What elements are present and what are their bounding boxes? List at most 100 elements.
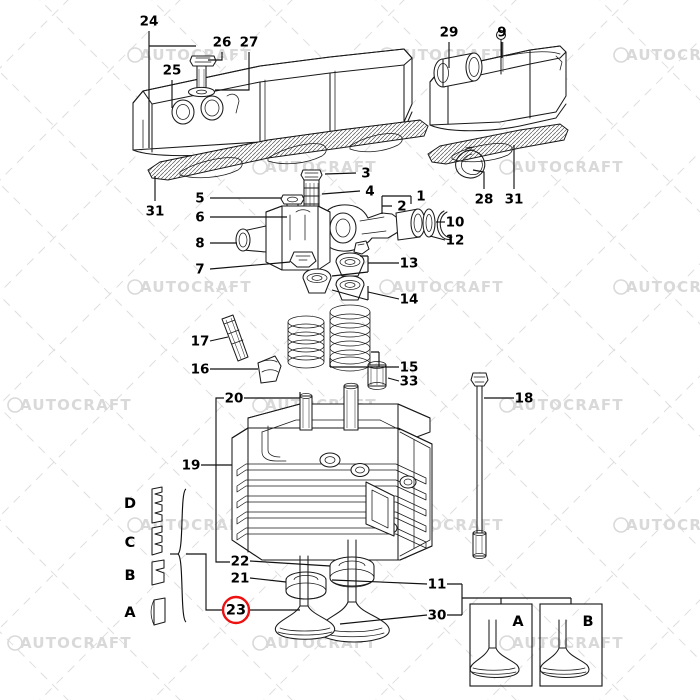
callout-9[interactable]: 9 xyxy=(497,25,506,41)
callout-13[interactable]: 13 xyxy=(400,256,419,272)
callout-19[interactable]: 19 xyxy=(182,458,201,474)
callout-label: 11 xyxy=(428,577,447,593)
adjuster-nut-3 xyxy=(300,169,323,181)
watermark-text: AUTOCRAFT xyxy=(20,634,132,652)
gasket-variants-group xyxy=(150,486,166,626)
callout-23[interactable]: 23 xyxy=(221,595,251,625)
watermark-text: AUTOCRAFT xyxy=(512,158,624,176)
callout-14[interactable]: 14 xyxy=(400,292,419,308)
callout-label: 17 xyxy=(191,334,210,350)
callout-29[interactable]: 29 xyxy=(440,25,459,41)
callout-label: 13 xyxy=(400,256,419,272)
callout-31[interactable]: 31 xyxy=(505,192,524,208)
callout-label: 29 xyxy=(440,25,459,41)
callout-label: 30 xyxy=(428,608,447,624)
valve-retainer-13a xyxy=(335,252,365,277)
valve-seal-21 xyxy=(285,571,327,600)
watermark-logo: AUTOCRAFT xyxy=(613,516,700,534)
valve-spring-inner-15 xyxy=(287,315,325,369)
callout-21[interactable]: 21 xyxy=(231,571,250,587)
watermark-text: AUTOCRAFT xyxy=(140,46,252,64)
grid-diagonal xyxy=(599,599,700,700)
gasket-letter-B: B xyxy=(124,568,135,584)
callout-17[interactable]: 17 xyxy=(191,334,210,350)
callout-2[interactable]: 2 xyxy=(397,199,406,215)
watermark-layer: AUTOCRAFT AUTOCRAFT AUTOCRAFT AUTOCRAFT AUTO… xyxy=(7,46,700,652)
gasket-variant-letters: D C B A xyxy=(124,496,136,621)
highlight-ring xyxy=(221,595,251,625)
valve-collar-33 xyxy=(367,361,387,390)
callout-7[interactable]: 7 xyxy=(195,262,204,278)
grid-diagonal xyxy=(0,519,181,700)
callout-26[interactable]: 26 xyxy=(213,35,232,51)
gasket-letter-C: C xyxy=(125,535,136,551)
callout-27[interactable]: 27 xyxy=(240,35,259,51)
detail-box-letter-A: A xyxy=(512,614,524,630)
watermark-text: AUTOCRAFT xyxy=(392,278,504,296)
callout-label: 23 xyxy=(226,603,246,619)
callout-31[interactable]: 31 xyxy=(146,204,165,220)
callout-label: 1 xyxy=(416,189,425,205)
watermark-text: AUTOCRAFT xyxy=(626,516,700,534)
watermark-text: AUTOCRAFT xyxy=(20,396,132,414)
leader-lines xyxy=(148,31,572,625)
watermark-text: AUTOCRAFT xyxy=(626,46,700,64)
gasket-letter-D: D xyxy=(124,496,136,512)
callout-label: 20 xyxy=(225,391,244,407)
callout-18[interactable]: 18 xyxy=(515,391,534,407)
detail-box-a xyxy=(469,603,533,687)
callout-16[interactable]: 16 xyxy=(191,362,210,378)
valve-spring-outer-15 xyxy=(329,304,371,372)
callout-4[interactable]: 4 xyxy=(365,184,374,200)
valve-cover-gasket-right xyxy=(427,123,569,165)
grid-diagonal xyxy=(0,0,517,517)
callout-22[interactable]: 22 xyxy=(231,554,250,570)
watermark-logo: AUTOCRAFT xyxy=(613,46,700,64)
callout-label: 28 xyxy=(475,192,494,208)
callout-label: 6 xyxy=(195,210,204,226)
callout-20[interactable]: 20 xyxy=(225,391,244,407)
callout-label: 15 xyxy=(400,360,419,376)
watermark-logo: AUTOCRAFT xyxy=(127,46,252,64)
callout-8[interactable]: 8 xyxy=(195,236,204,252)
callout-12[interactable]: 12 xyxy=(446,233,465,249)
callout-25[interactable]: 25 xyxy=(163,63,182,79)
callout-5[interactable]: 5 xyxy=(195,191,204,207)
callout-label: 27 xyxy=(240,35,259,51)
cover-washer-27 xyxy=(187,86,216,98)
watermark-text: AUTOCRAFT xyxy=(140,278,252,296)
grid-diagonal xyxy=(375,375,700,700)
watermark-logo: AUTOCRAFT xyxy=(7,396,132,414)
callout-11[interactable]: 11 xyxy=(428,577,447,593)
valve-cover-left xyxy=(132,48,413,157)
detail-box-letter-B: B xyxy=(582,614,593,630)
callout-3[interactable]: 3 xyxy=(361,166,370,182)
retaining-clip-28 xyxy=(455,146,486,179)
valve-retainer-14a xyxy=(335,275,365,301)
callout-6[interactable]: 6 xyxy=(195,210,204,226)
callout-33[interactable]: 33 xyxy=(400,374,419,390)
push-rod-17 xyxy=(221,314,249,362)
grid-diagonal xyxy=(672,0,700,700)
watermark-text: AUTOCRAFT xyxy=(265,158,377,176)
watermark-logo: AUTOCRAFT xyxy=(379,278,504,296)
callout-10[interactable]: 10 xyxy=(446,215,465,231)
callout-15[interactable]: 15 xyxy=(400,360,419,376)
grid-diagonal xyxy=(672,0,700,700)
callout-label: 3 xyxy=(361,166,370,182)
callout-label: 10 xyxy=(446,215,465,231)
callout-1[interactable]: 1 xyxy=(416,189,425,205)
valve-guide-16 xyxy=(257,355,282,384)
gasket-letter-A: A xyxy=(124,605,136,621)
callout-label: 2 xyxy=(397,199,406,215)
callout-30[interactable]: 30 xyxy=(428,608,447,624)
breather-stud-9 xyxy=(495,29,507,75)
callout-28[interactable]: 28 xyxy=(475,192,494,208)
callout-label: 7 xyxy=(195,262,204,278)
callout-label: 16 xyxy=(191,362,210,378)
callout-24[interactable]: 24 xyxy=(140,14,159,30)
watermark-text: AUTOCRAFT xyxy=(140,516,252,534)
cover-bolt-26 xyxy=(189,55,217,90)
